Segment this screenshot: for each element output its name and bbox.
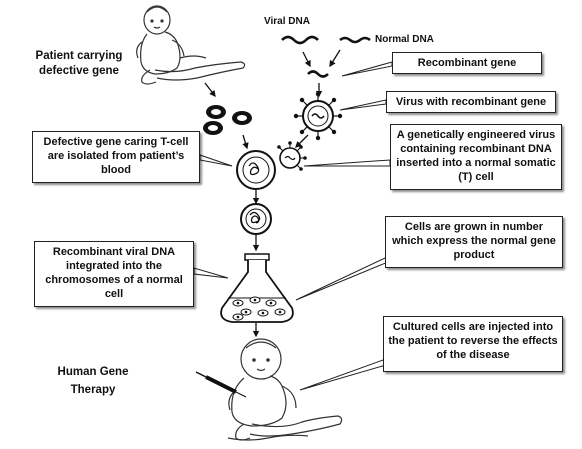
baby-top-illustration bbox=[136, 5, 246, 85]
callout-defective-tcell: Defective gene caring T-cell are isolate… bbox=[32, 131, 200, 183]
callout-cells-grown: Cells are grown in number which express … bbox=[385, 216, 563, 268]
arrow-cells-to-tcell bbox=[242, 134, 249, 150]
normal-dna-strand bbox=[339, 36, 371, 44]
blood-cells-icon bbox=[203, 105, 252, 135]
virus-icon bbox=[293, 91, 343, 141]
arrow-normal-to-recombinant bbox=[329, 49, 341, 68]
callout-cultured-injected: Cultured cells are injected into the pat… bbox=[383, 316, 563, 372]
pointer-cultured-injected bbox=[299, 359, 387, 391]
pointer-virus-recombinant bbox=[339, 99, 387, 111]
pointer-engineered-virus bbox=[303, 159, 391, 167]
callout-recombinant-gene: Recombinant gene bbox=[392, 52, 542, 74]
patient-label: Patient carrying defective gene bbox=[35, 50, 123, 77]
arrow-baby-to-cells bbox=[204, 82, 216, 98]
normal-dna-label: Normal DNA bbox=[375, 34, 434, 45]
pointer-defective-tcell bbox=[199, 154, 233, 167]
pointer-viral-integrated bbox=[193, 267, 229, 279]
syringe-icon bbox=[195, 371, 247, 398]
therapy-label: Human Gene Therapy bbox=[57, 366, 129, 396]
callout-viral-integrated: Recombinant viral DNA integrated into th… bbox=[34, 241, 194, 307]
pointer-cells-grown bbox=[295, 257, 389, 301]
baby-bottom-illustration bbox=[227, 338, 343, 441]
pointer-recombinant-gene bbox=[341, 61, 393, 77]
callout-virus-recombinant: Virus with recombinant gene bbox=[386, 91, 556, 113]
callout-engineered-virus: A genetically engineered virus containin… bbox=[390, 124, 562, 190]
viral-dna-strand bbox=[281, 35, 319, 45]
t-cell-infection-icon bbox=[236, 141, 307, 190]
recombinant-dna-strand bbox=[307, 70, 329, 78]
arrow-virus-to-tcell bbox=[295, 134, 309, 148]
viral-dna-label: Viral DNA bbox=[264, 16, 310, 27]
integrated-cell-icon bbox=[240, 203, 272, 235]
arrow-viral-to-recombinant bbox=[302, 51, 311, 68]
culture-flask-icon bbox=[220, 253, 294, 323]
